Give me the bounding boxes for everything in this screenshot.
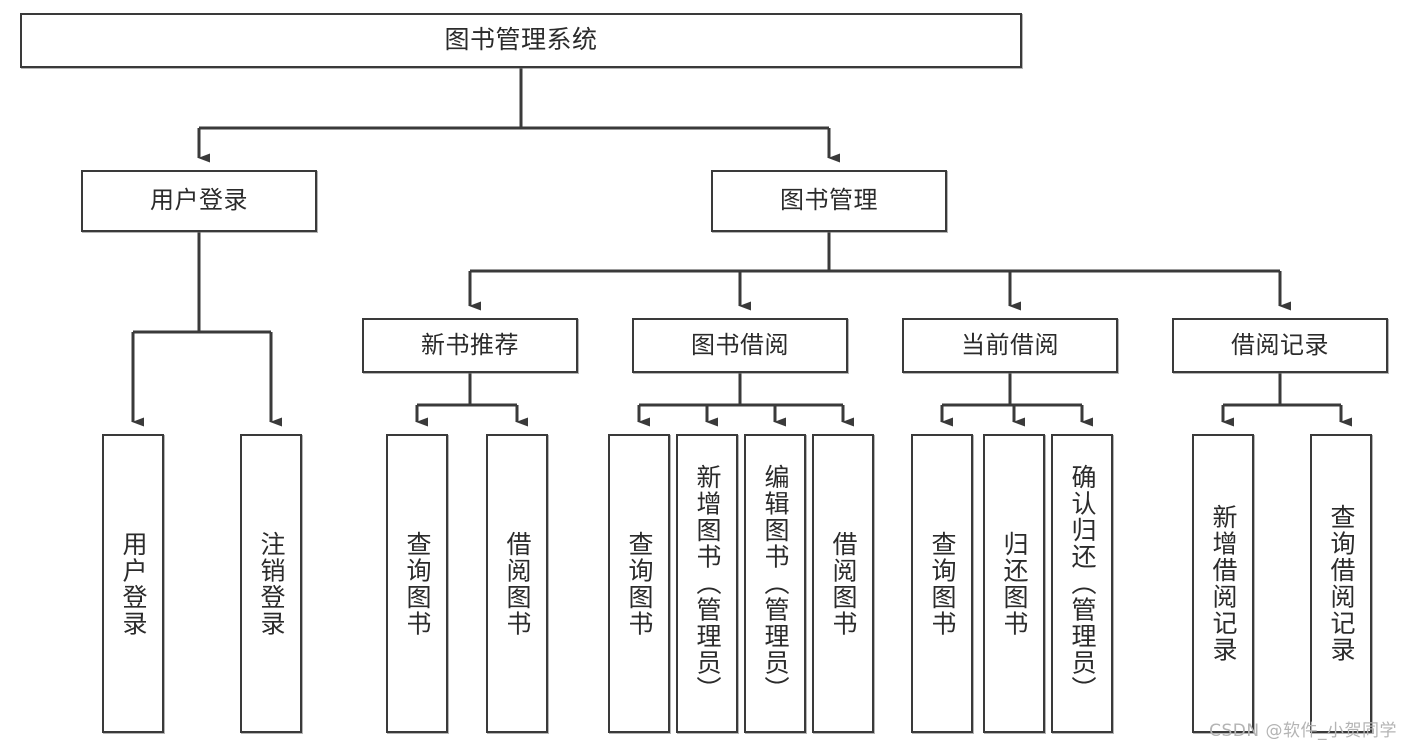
node-leaf-user-logout[interactable]: 注销登录 — [240, 434, 302, 733]
node-leaf-borrow-book-2-label: 借阅图书 — [829, 530, 858, 637]
node-leaf-user-login[interactable]: 用户登录 — [102, 434, 164, 733]
node-leaf-user-login-label: 用户登录 — [119, 530, 148, 637]
node-user-login-label: 用户登录 — [150, 186, 248, 215]
node-leaf-query-book-3[interactable]: 查询图书 — [911, 434, 973, 733]
node-leaf-user-logout-label: 注销登录 — [257, 530, 286, 637]
node-root[interactable]: 图书管理系统 — [20, 13, 1022, 68]
node-leaf-edit-book[interactable]: 编辑图书（管理员） — [744, 434, 806, 733]
node-current-borrow[interactable]: 当前借阅 — [902, 318, 1118, 373]
node-new-book-recommend[interactable]: 新书推荐 — [362, 318, 578, 373]
node-leaf-add-record-label: 新增借阅记录 — [1209, 504, 1238, 663]
csdn-watermark: CSDN @软件_小贺同学 — [1209, 721, 1397, 741]
node-leaf-add-book[interactable]: 新增图书（管理员） — [676, 434, 738, 733]
node-leaf-query-record-label: 查询借阅记录 — [1327, 504, 1356, 663]
node-leaf-query-book-2-label: 查询图书 — [625, 530, 654, 637]
node-leaf-return-book-label: 归还图书 — [1000, 530, 1029, 637]
node-root-label: 图书管理系统 — [444, 25, 598, 55]
node-leaf-add-record[interactable]: 新增借阅记录 — [1192, 434, 1254, 733]
node-borrow-record[interactable]: 借阅记录 — [1172, 318, 1388, 373]
node-leaf-edit-book-label: 编辑图书（管理员） — [761, 464, 790, 703]
node-book-borrow[interactable]: 图书借阅 — [632, 318, 848, 373]
node-leaf-query-book-1[interactable]: 查询图书 — [386, 434, 448, 733]
node-new-book-recommend-label: 新书推荐 — [421, 330, 519, 359]
node-leaf-borrow-book-1-label: 借阅图书 — [503, 530, 532, 637]
node-leaf-return-book[interactable]: 归还图书 — [983, 434, 1045, 733]
node-borrow-record-label: 借阅记录 — [1231, 330, 1329, 359]
node-leaf-confirm-return-label: 确认归还（管理员） — [1068, 464, 1097, 703]
node-leaf-query-book-1-label: 查询图书 — [403, 530, 432, 637]
node-book-manage[interactable]: 图书管理 — [711, 170, 947, 232]
node-book-manage-label: 图书管理 — [780, 186, 878, 215]
node-leaf-query-book-3-label: 查询图书 — [928, 530, 957, 637]
node-book-borrow-label: 图书借阅 — [691, 330, 789, 359]
node-current-borrow-label: 当前借阅 — [961, 330, 1059, 359]
node-leaf-borrow-book-1[interactable]: 借阅图书 — [486, 434, 548, 733]
node-leaf-add-book-label: 新增图书（管理员） — [693, 464, 722, 703]
node-leaf-query-record[interactable]: 查询借阅记录 — [1310, 434, 1372, 733]
node-user-login[interactable]: 用户登录 — [81, 170, 317, 232]
node-leaf-confirm-return[interactable]: 确认归还（管理员） — [1051, 434, 1113, 733]
node-leaf-query-book-2[interactable]: 查询图书 — [608, 434, 670, 733]
node-leaf-borrow-book-2[interactable]: 借阅图书 — [812, 434, 874, 733]
